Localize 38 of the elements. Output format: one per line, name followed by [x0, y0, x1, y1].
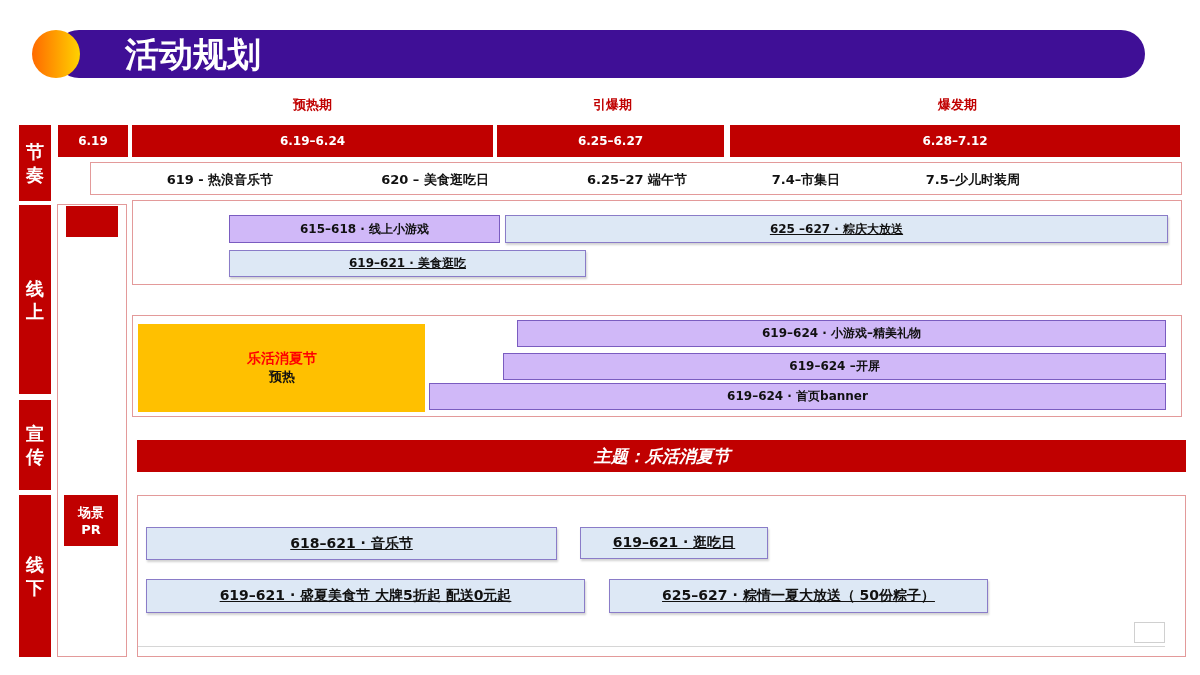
campaign-bar: 625 –627 · 粽庆大放送 — [505, 215, 1168, 243]
date-bar: 6.19–6.24 — [132, 125, 493, 157]
campaign-bar: 619–624 · 小游戏–精美礼物 — [517, 320, 1166, 347]
highlight-title: 乐活消夏节 — [246, 350, 317, 368]
campaign-bar: 625–627 · 粽情一夏大放送（ 50份粽子） — [609, 579, 988, 613]
tag-block: 场景PR — [64, 495, 118, 546]
highlight-subtitle: 预热 — [268, 368, 295, 386]
event-label: 619 - 热浪音乐节 — [166, 171, 274, 189]
blank-box — [1134, 622, 1165, 643]
phase-label: 爆发期 — [937, 96, 977, 114]
date-bar: 6.19 — [58, 125, 128, 157]
section-frame — [132, 200, 1182, 285]
row-label-band: 宣传 — [19, 400, 51, 490]
row-label-band: 线上 — [19, 205, 51, 394]
event-label: 6.25–27 端午节 — [586, 171, 688, 189]
event-label: 620 – 美食逛吃日 — [381, 171, 489, 189]
row-label-band: 线下 — [19, 495, 51, 657]
event-label: 7.4–市集日 — [771, 171, 841, 189]
event-label: 7.5–少儿时装周 — [925, 171, 1021, 189]
campaign-bar: 619–624 –开屏 — [503, 353, 1166, 380]
phase-label: 预热期 — [292, 96, 332, 114]
row-label-band: 节奏 — [19, 125, 51, 201]
column-frame — [57, 204, 127, 657]
section-frame — [137, 495, 1186, 657]
section-frame — [132, 315, 1182, 417]
theme-banner: 主题：乐活消夏节 — [137, 440, 1186, 472]
tag-block — [66, 206, 118, 237]
date-bar: 6.25–6.27 — [497, 125, 724, 157]
campaign-bar: 619–621 · 盛夏美食节 大牌5折起 配送0元起 — [146, 579, 585, 613]
campaign-bar: 619–621 · 逛吃日 — [580, 527, 768, 559]
campaign-bar: 618–621 · 音乐节 — [146, 527, 557, 560]
phase-label: 引爆期 — [592, 96, 632, 114]
date-bar: 6.28–7.12 — [730, 125, 1180, 157]
campaign-bar: 615–618 · 线上小游戏 — [229, 215, 500, 243]
campaign-bar: 619–624 · 首页banner — [429, 383, 1166, 410]
highlight-block — [138, 324, 425, 412]
campaign-bar: 619–621 · 美食逛吃 — [229, 250, 586, 277]
event-row-box — [90, 162, 1182, 195]
